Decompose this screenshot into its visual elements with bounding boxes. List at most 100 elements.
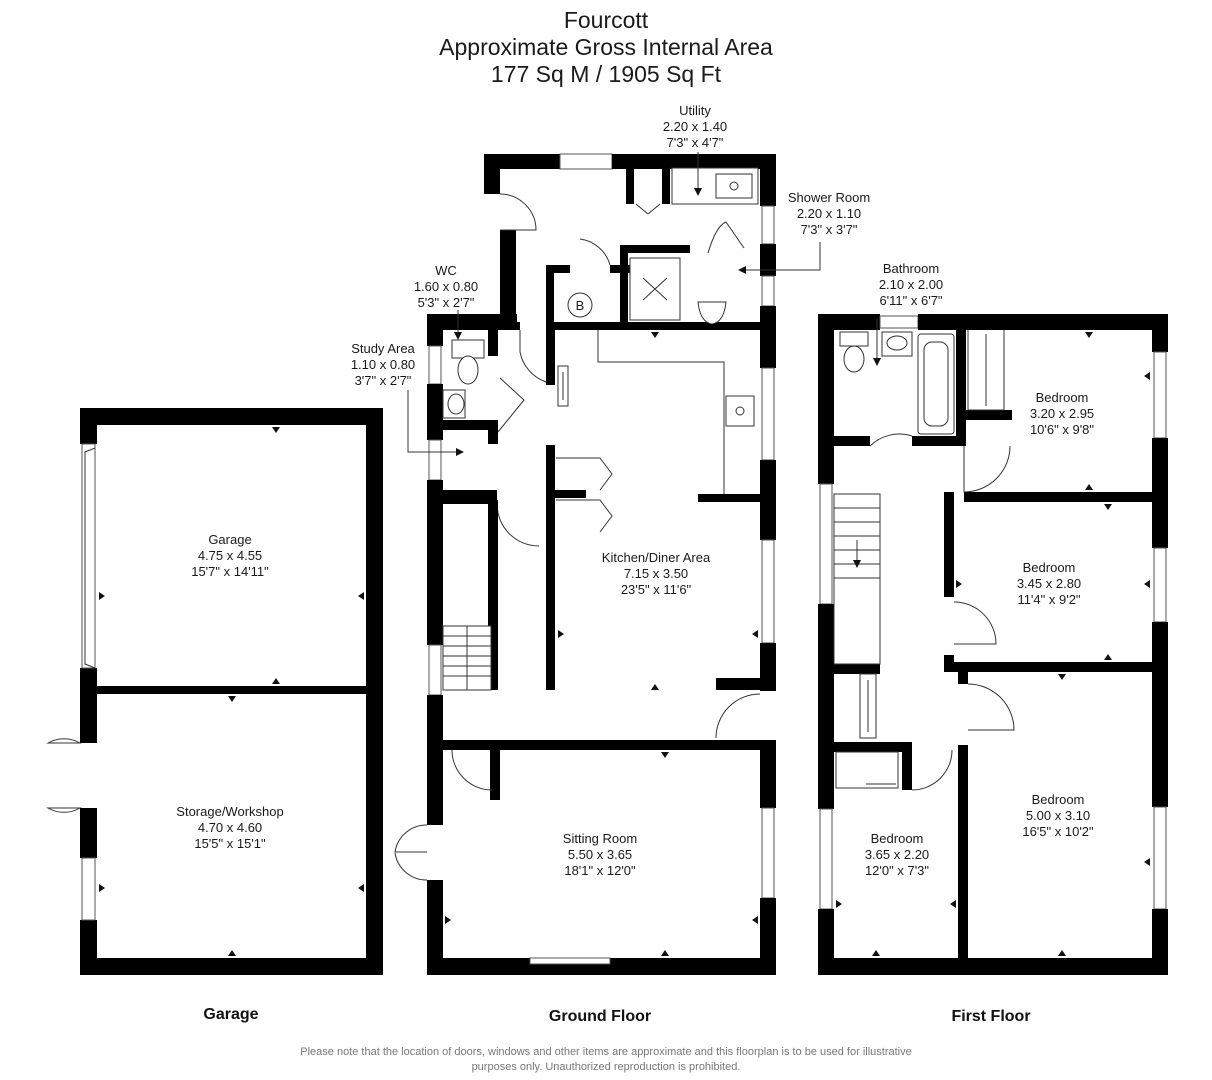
svg-text:1.60 x 0.80: 1.60 x 0.80 [414,279,478,294]
room-label-wc: WC 1.60 x 0.80 5'3" x 2'7" [414,263,478,310]
room-label-study-area: Study Area 1.10 x 0.80 3'7" x 2'7" [351,341,416,388]
garage-divider-wall [80,686,383,694]
front-door-upper[interactable] [394,824,428,853]
study-window [428,439,442,481]
svg-text:18'1" x 12'0": 18'1" x 12'0" [564,863,636,878]
hall-window [428,644,442,696]
wc-toilet [457,355,479,385]
garage-door-opening [81,443,96,669]
room-label-bedroom-4: Bedroom 3.65 x 2.20 12'0" x 7'3" [865,831,930,878]
bedroom-2-door[interactable] [953,601,997,645]
room-label-bedroom-2: Bedroom 3.45 x 2.80 11'4" x 9'2" [1017,560,1081,607]
svg-text:5'3" x 2'7": 5'3" x 2'7" [418,295,475,310]
storage-double-door-bottom [46,807,82,813]
kitchen-back-door[interactable] [715,693,761,739]
storage-double-door-top [46,738,82,744]
bedroom-1-door[interactable] [963,445,1011,493]
svg-text:Bedroom: Bedroom [1023,560,1076,575]
svg-text:2.20 x 1.10: 2.20 x 1.10 [797,206,861,221]
svg-text:WC: WC [435,263,457,278]
pantry-cupboard-upper[interactable] [556,457,613,491]
title-line-3: 177 Sq M / 1905 Sq Ft [491,61,722,87]
svg-text:Bathroom: Bathroom [883,261,939,276]
svg-text:4.70 x 4.60: 4.70 x 4.60 [198,820,262,835]
sitting-room-door[interactable] [451,749,493,791]
svg-text:7.15 x 3.50: 7.15 x 3.50 [624,566,688,581]
svg-text:Bedroom: Bedroom [1032,792,1085,807]
svg-text:Sitting Room: Sitting Room [563,831,637,846]
room-label-utility: Utility 2.20 x 1.40 7'3" x 4'7" [663,103,727,150]
svg-text:6'11" x 6'7": 6'11" x 6'7" [879,293,942,308]
title-line-2: Approximate Gross Internal Area [439,34,773,60]
wc-cistern [451,339,485,359]
first-floor-plan [818,314,1168,975]
svg-text:15'7" x 14'11": 15'7" x 14'11" [191,564,269,579]
svg-text:Garage: Garage [208,532,251,547]
title-line-1: Fourcott [564,7,649,33]
svg-text:Study Area: Study Area [351,341,415,356]
shower-room-door[interactable] [707,221,745,254]
sitting-room-fireplace-hearth [529,957,611,965]
room-label-bathroom: Bathroom 2.10 x 2.00 6'11" x 6'7" [879,261,943,308]
bedroom-small-wardrobe [835,751,899,789]
room-label-bedroom-3: Bedroom 5.00 x 3.10 16'5" x 10'2" [1022,792,1094,839]
bathroom-window [879,315,919,329]
bedroom-small-window [819,808,833,910]
svg-text:5.00 x 3.10: 5.00 x 3.10 [1026,808,1090,823]
room-label-storage: Storage/Workshop 4.70 x 4.60 15'5" x 15'… [176,804,283,851]
disclaimer-line-2: purposes only. Unauthorized reproduction… [472,1061,741,1073]
disclaimer-line-1: Please note that the location of doors, … [300,1046,911,1058]
svg-text:1.10 x 0.80: 1.10 x 0.80 [351,357,415,372]
garage-wall-top [80,408,383,425]
sitting-room-window [761,807,775,899]
wc-window [428,345,442,385]
shower-room-basin [697,301,727,325]
svg-text:16'5" x 10'2": 16'5" x 10'2" [1022,824,1094,839]
wc-door[interactable] [497,377,525,433]
kitchen-entry-door[interactable] [519,330,547,383]
svg-text:12'0" x 7'3": 12'0" x 7'3" [865,863,929,878]
svg-text:7'3" x 4'7": 7'3" x 4'7" [667,135,724,150]
svg-text:3.20 x 2.95: 3.20 x 2.95 [1030,406,1094,421]
svg-text:Kitchen/Diner Area: Kitchen/Diner Area [602,550,711,565]
bedroom-small-door[interactable] [911,749,953,791]
boiler-label: B [576,298,585,313]
bathroom-door[interactable] [869,433,913,447]
boiler-icon [567,292,593,318]
utility-external-door[interactable] [499,193,537,231]
hall-door[interactable] [496,503,540,547]
pantry-cupboard-lower[interactable] [556,499,613,533]
front-door-lower[interactable] [394,852,428,881]
floor-label-first: First Floor [951,1008,1030,1025]
garage-building [46,408,383,975]
svg-text:10'6" x 9'8": 10'6" x 9'8" [1030,422,1094,437]
bedroom-3-window [1153,806,1167,910]
svg-text:23'5" x 11'6": 23'5" x 11'6" [621,582,692,597]
room-label-shower-room: Shower Room 2.20 x 1.10 7'3" x 3'7" [788,190,870,237]
floor-label-garage: Garage [203,1006,258,1023]
svg-text:Utility: Utility [679,103,711,118]
svg-text:15'5" x 15'1": 15'5" x 15'1" [194,836,266,851]
room-label-sitting-room: Sitting Room 5.50 x 3.65 18'1" x 12'0" [563,831,637,878]
svg-text:Bedroom: Bedroom [1036,390,1089,405]
svg-text:2.20 x 1.40: 2.20 x 1.40 [663,119,727,134]
bedroom-3-door[interactable] [967,683,1015,731]
bedroom-2-window [1153,547,1167,623]
svg-text:3'7" x 2'7": 3'7" x 2'7" [355,373,412,388]
boiler-cupboard-door[interactable] [579,238,611,266]
garage-wall-bottom [80,958,383,975]
bedroom-1-window [1153,351,1167,439]
kitchen-window-upper [761,367,775,461]
bathroom-cistern [839,331,869,347]
svg-text:3.65 x 2.20: 3.65 x 2.20 [865,847,929,862]
svg-text:2.10 x 2.00: 2.10 x 2.00 [879,277,943,292]
svg-text:Bedroom: Bedroom [871,831,924,846]
storage-window [81,857,96,921]
kitchen-window-lower [761,539,775,644]
utility-window [559,153,613,170]
svg-text:11'4" x 9'2": 11'4" x 9'2" [1017,592,1080,607]
ground-floor-plan: B [394,152,821,975]
svg-text:5.50 x 3.65: 5.50 x 3.65 [568,847,632,862]
bathroom-toilet [843,345,865,373]
